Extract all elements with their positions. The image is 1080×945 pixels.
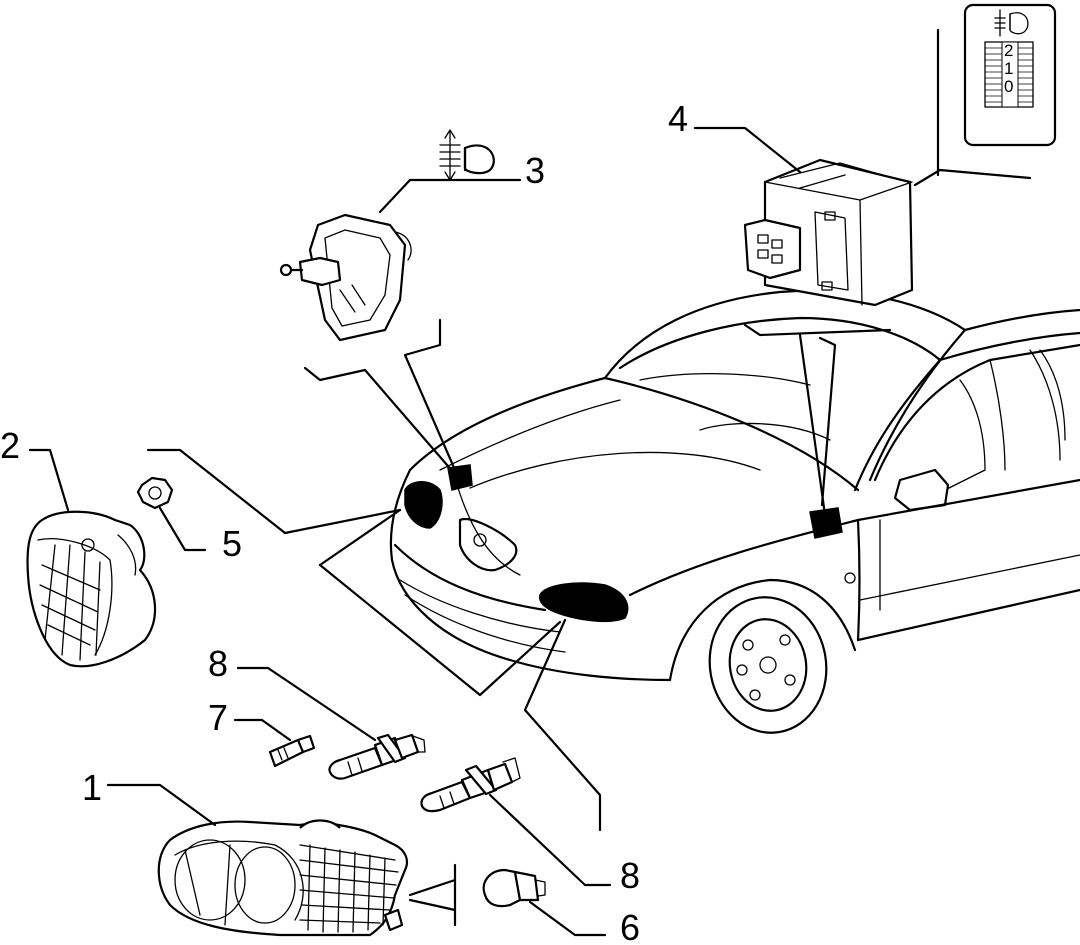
halogen-bulb-upper-part <box>236 666 426 780</box>
fog-lamp-part <box>26 448 157 668</box>
panel-headlight-icon <box>994 9 1029 37</box>
switch-panel: 2 1 0 <box>963 3 1057 147</box>
callout-5: 5 <box>222 523 242 564</box>
switch-position-1: 1 <box>1004 59 1013 78</box>
halogen-bulb-lower-part <box>420 757 612 887</box>
headlamp-mount-highlight <box>404 481 443 529</box>
callout-8-lower: 8 <box>620 855 640 896</box>
leader-lines <box>146 28 1032 832</box>
nut-part <box>136 476 207 552</box>
foglamp-mount-highlight <box>538 582 629 623</box>
actuator-mount-highlight <box>447 464 473 491</box>
bulb-part <box>482 868 607 937</box>
leveling-switch-part <box>693 126 914 307</box>
switch-position-2: 2 <box>1004 41 1013 60</box>
callout-4: 4 <box>668 98 688 139</box>
car-body <box>389 289 1080 734</box>
callout-3: 3 <box>525 150 545 191</box>
callout-6: 6 <box>620 907 640 945</box>
callout-7: 7 <box>208 697 228 738</box>
callout-8-upper: 8 <box>208 643 228 684</box>
callout-2: 2 <box>0 425 20 466</box>
callout-1: 1 <box>82 767 102 808</box>
leveling-actuator-part <box>279 129 522 342</box>
headlamp-part <box>106 783 457 937</box>
switch-position-0: 0 <box>1004 77 1013 96</box>
headlight-leveling-icon <box>439 129 495 181</box>
switch-mount-highlight <box>809 507 843 539</box>
small-bulb-part <box>233 718 316 768</box>
